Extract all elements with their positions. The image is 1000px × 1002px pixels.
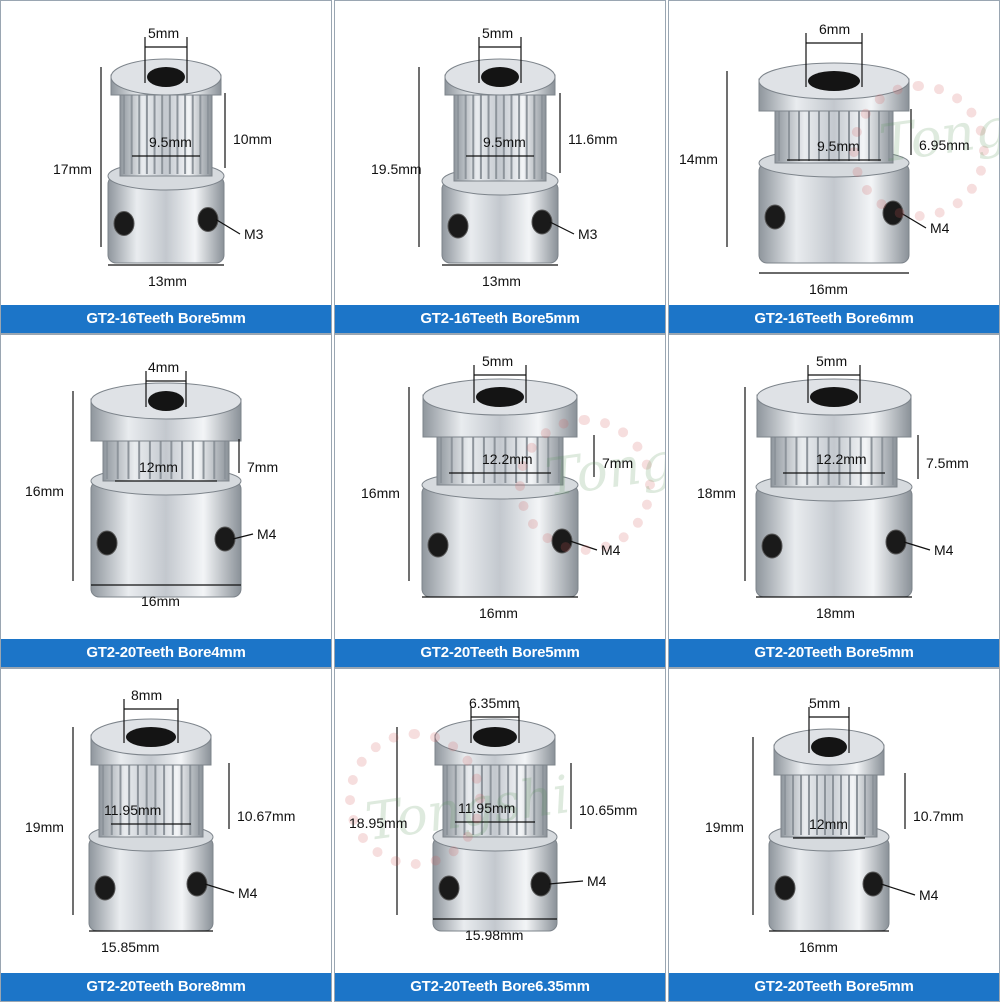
bore-diameter-label: 5mm (148, 25, 180, 41)
hub-width-label: 15.98mm (465, 927, 524, 943)
pulley-illustration (418, 37, 575, 266)
bore-diameter-label: 4mm (148, 359, 180, 375)
total-height-label: 19.5mm (371, 161, 422, 177)
tooth-height-label: 11.6mm (568, 131, 618, 147)
pulley-illustration (72, 371, 254, 598)
total-height-label: 18mm (697, 485, 736, 501)
tooth-height-label: 10.7mm (913, 808, 964, 824)
bore-diameter-label: 5mm (482, 353, 514, 369)
panel-title-banner: GT2-20Teeth Bore8mm (1, 973, 331, 1001)
set-screw-label: M3 (244, 226, 264, 242)
hub-width-label: 13mm (148, 273, 187, 289)
hub-width-label: 15.85mm (101, 939, 160, 955)
set-screw-label: M4 (257, 526, 277, 542)
tooth-height-label: 10mm (233, 131, 272, 147)
pitch-diameter-label: 11.95mm (104, 802, 162, 818)
pitch-diameter-label: 12.2mm (482, 451, 533, 467)
tooth-height-label: 6.95mm (919, 137, 970, 153)
bore-diameter-label: 6.35mm (469, 695, 520, 711)
pulley-illustration (396, 707, 584, 932)
tooth-height-label: 7.5mm (926, 455, 969, 471)
panel-title-banner: GT2-20Teeth Bore5mm (669, 639, 999, 667)
hub-width-label: 16mm (799, 939, 838, 955)
total-height-label: 19mm (705, 819, 744, 835)
pitch-diameter-label: 9.5mm (483, 134, 526, 150)
panel-title-banner: GT2-20Teeth Bore5mm (335, 639, 665, 667)
set-screw-label: M4 (930, 220, 950, 236)
panel-title-banner: GT2-16Teeth Bore5mm (1, 305, 331, 333)
hub-width-label: 16mm (479, 605, 518, 621)
pitch-diameter-label: 9.5mm (149, 134, 192, 150)
tooth-height-label: 7mm (247, 459, 279, 475)
pitch-diameter-label: 12.2mm (816, 451, 867, 467)
tooth-height-label: 7mm (602, 455, 634, 471)
bore-diameter-label: 8mm (131, 687, 163, 703)
pitch-diameter-label: 11.95mm (458, 800, 516, 816)
total-height-label: 14mm (679, 151, 718, 167)
pulley-illustration (72, 699, 235, 932)
bore-diameter-label: 6mm (819, 21, 851, 37)
tooth-height-label: 10.65mm (579, 802, 638, 818)
panel-title-banner: GT2-20Teeth Bore5mm (669, 973, 999, 1001)
pulley-illustration (752, 707, 916, 932)
hub-width-label: 13mm (482, 273, 521, 289)
total-height-label: 16mm (361, 485, 400, 501)
set-screw-label: M4 (934, 542, 954, 558)
panel-title-banner: GT2-16Teeth Bore5mm (335, 305, 665, 333)
bore-diameter-label: 5mm (482, 25, 514, 41)
panel-title-banner: GT2-20Teeth Bore4mm (1, 639, 331, 667)
pulley-illustration (726, 33, 927, 274)
pulley-illustration (408, 365, 598, 598)
pitch-diameter-label: 12mm (809, 816, 848, 832)
total-height-label: 17mm (53, 161, 92, 177)
set-screw-label: M4 (601, 542, 621, 558)
pulley-illustration (100, 37, 241, 266)
hub-width-label: 18mm (816, 605, 855, 621)
set-screw-label: M3 (578, 226, 598, 242)
pitch-diameter-label: 9.5mm (817, 138, 860, 154)
total-height-label: 16mm (25, 483, 64, 499)
hub-width-label: 16mm (809, 281, 848, 297)
total-height-label: 19mm (25, 819, 64, 835)
panel-title-banner: GT2-16Teeth Bore6mm (669, 305, 999, 333)
set-screw-label: M4 (919, 887, 939, 903)
bore-diameter-label: 5mm (816, 353, 848, 369)
panel-title-banner: GT2-20Teeth Bore6.35mm (335, 973, 665, 1001)
bore-diameter-label: 5mm (809, 695, 841, 711)
pulley-illustration (744, 365, 931, 598)
total-height-label: 18.95mm (349, 815, 408, 831)
set-screw-label: M4 (587, 873, 607, 889)
hub-width-label: 16mm (141, 593, 180, 609)
set-screw-label: M4 (238, 885, 258, 901)
tooth-height-label: 10.67mm (237, 808, 296, 824)
pitch-diameter-label: 12mm (139, 459, 178, 475)
